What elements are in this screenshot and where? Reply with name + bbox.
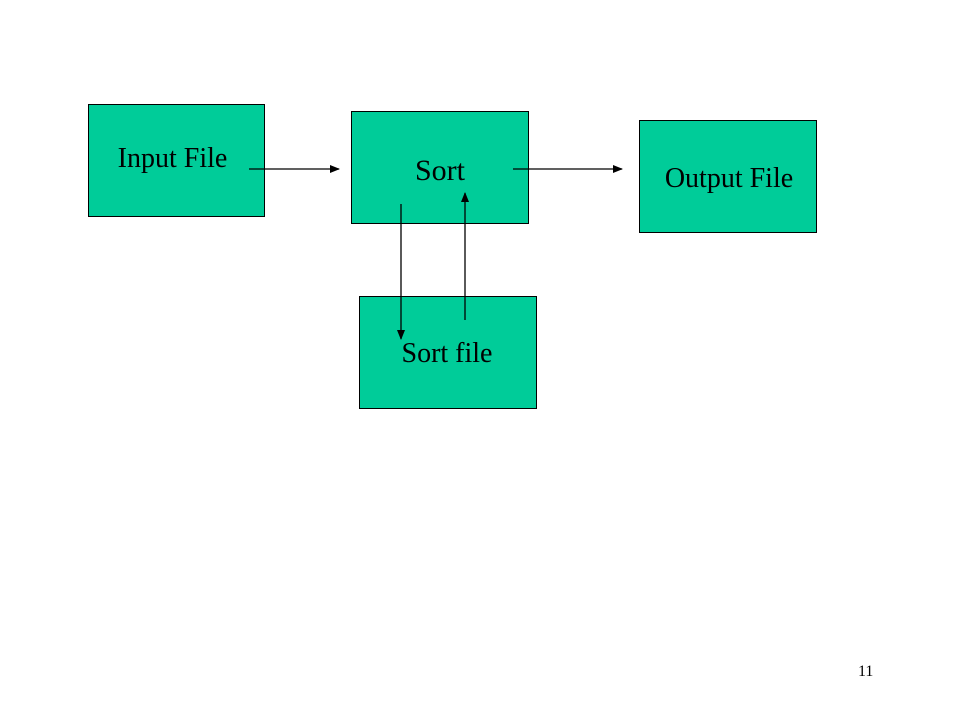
sort-label: Sort [414, 153, 465, 187]
sort-file-box: Sort file [359, 296, 537, 409]
sort-file-label: Sort file [401, 337, 493, 369]
page-number: 11 [858, 663, 874, 680]
input-file-label: Input File [117, 142, 228, 174]
output-file-box: Output File [639, 120, 817, 233]
output-file-label: Output File [664, 162, 794, 194]
sort-box: Sort [351, 111, 529, 224]
input-file-box: Input File [88, 104, 265, 217]
